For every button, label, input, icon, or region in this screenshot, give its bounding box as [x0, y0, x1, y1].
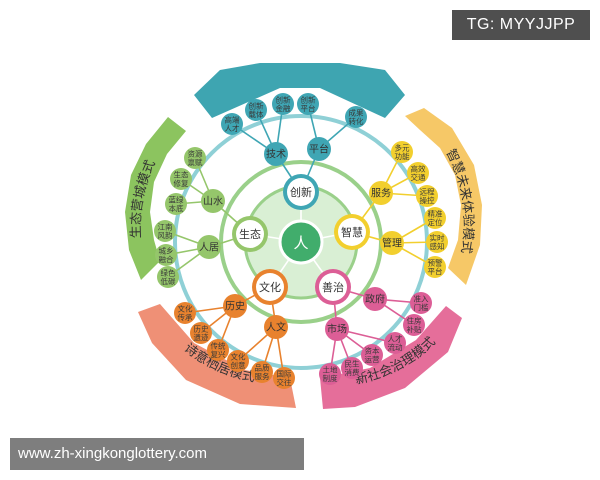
- leaf-label: 资源禀赋: [188, 148, 203, 167]
- leaf-label: 精准定位: [428, 208, 443, 227]
- sub-label-living: 人居: [199, 242, 219, 254]
- leaf-node: [319, 363, 341, 385]
- leaf-label: 高端人才: [225, 114, 240, 133]
- leaf-label: 绿色低碳: [161, 267, 176, 286]
- sub-label-market: 市场: [327, 323, 347, 336]
- sub-label-service: 服务: [371, 187, 391, 200]
- leaf-label: 高效交通: [411, 163, 426, 182]
- domain-node-inner: [236, 220, 264, 248]
- band-left: [125, 117, 186, 280]
- leaf-node: [384, 332, 406, 354]
- sub-node-humanity: [264, 315, 288, 339]
- diagram-nodes: 创新智慧生态文化善治技术平台服务管理山水人居历史人文政府市场高端人才创新载体创新…: [154, 93, 448, 389]
- leaf-node: [273, 367, 295, 389]
- leaf-label: 蓝绿本底: [169, 194, 184, 213]
- sub-label-management: 管理: [382, 237, 402, 250]
- band-right: [405, 108, 482, 285]
- leaf-label: 民生消费: [345, 358, 360, 377]
- leaf-label: 创新载体: [249, 100, 264, 119]
- sub-label-mountain: 山水: [203, 196, 223, 208]
- leaf-label: 远程操控: [420, 187, 435, 205]
- leaf-node: [190, 322, 212, 344]
- leaf-node: [424, 256, 446, 278]
- sub-node-government: [363, 287, 387, 311]
- leaf-label: 创新平台: [301, 94, 316, 113]
- leaf-node: [297, 93, 319, 115]
- leaf-node: [157, 266, 179, 288]
- sub-node-service: [369, 181, 393, 205]
- leaf-node: [410, 292, 432, 314]
- sub-node-platform: [307, 137, 331, 161]
- leaf-node: [251, 361, 273, 383]
- leaf-label: 创新金融: [276, 94, 291, 113]
- leaf-node: [391, 141, 413, 163]
- leaf-label: 土地制度: [323, 364, 338, 383]
- leaf-node: [170, 168, 192, 190]
- leaf-node: [272, 93, 294, 115]
- leaf-label: 历史遗迹: [194, 323, 209, 342]
- domain-node-inner: [256, 273, 284, 301]
- leaf-label: 江南风韵: [158, 221, 173, 240]
- domain-label-wisdom: 智慧: [341, 225, 363, 239]
- sub-node-management: [380, 231, 404, 255]
- sub-node-tech: [264, 142, 288, 166]
- leaf-node: [154, 220, 176, 242]
- sub-label-platform: 平台: [309, 143, 329, 156]
- band-top: [194, 63, 405, 118]
- leaf-node: [227, 350, 249, 372]
- domain-node-inner: [319, 273, 347, 301]
- leaf-label: 准入门槛: [414, 293, 429, 312]
- sub-node-history: [223, 294, 247, 318]
- leaf-node: [184, 147, 206, 169]
- leaf-node: [345, 106, 367, 128]
- sub-node-mountain: [201, 189, 225, 213]
- leaf-node: [426, 231, 448, 253]
- leaf-label: 资本运营: [365, 345, 380, 364]
- center-label: 人: [293, 234, 308, 252]
- sub-node-market: [325, 317, 349, 341]
- sub-label-history: 历史: [225, 301, 245, 313]
- leaf-node: [361, 344, 383, 366]
- leaf-label: 实时感知: [430, 232, 445, 251]
- leaf-label: 预警平台: [428, 257, 443, 276]
- sub-label-tech: 技术: [266, 148, 286, 161]
- leaf-node: [165, 193, 187, 215]
- domain-node-inner: [338, 218, 366, 246]
- leaf-node: [155, 244, 177, 266]
- domain-label-ecology: 生态: [239, 227, 261, 241]
- domain-label-governance: 善治: [322, 280, 344, 294]
- leaf-label: 国际交往: [277, 369, 292, 387]
- sub-node-living: [197, 235, 221, 259]
- leaf-label: 城乡融合: [159, 246, 174, 264]
- leaf-node: [416, 185, 438, 207]
- leaf-label: 人才流动: [388, 333, 403, 352]
- leaf-node: [407, 162, 429, 184]
- center-node: [278, 219, 324, 265]
- band-bottom-right: [320, 306, 462, 409]
- leaf-node: [207, 339, 229, 361]
- leaf-label: 生态修复: [174, 169, 189, 188]
- leaf-label: 品质服务: [255, 362, 270, 381]
- leaf-label: 传统复兴: [211, 340, 226, 359]
- sub-label-government: 政府: [365, 293, 385, 306]
- leaf-label: 文化创意: [231, 351, 246, 370]
- leaf-node: [245, 99, 267, 121]
- leaf-node: [341, 357, 363, 379]
- leaf-node: [221, 113, 243, 135]
- leaf-node: [174, 302, 196, 324]
- leaf-node: [403, 314, 425, 336]
- domain-label-innovation: 创新: [290, 185, 312, 199]
- leaf-label: 住房补贴: [407, 315, 422, 334]
- sub-label-humanity: 人文: [266, 321, 286, 334]
- leaf-node: [424, 207, 446, 229]
- watermark-top: TG: MYYJJPP: [452, 10, 590, 40]
- leaf-label: 多元功能: [395, 142, 410, 161]
- leaf-label: 成果转化: [349, 107, 364, 126]
- watermark-bottom: www.zh-xingkonglottery.com: [10, 438, 304, 470]
- leaf-label: 文化传承: [178, 303, 193, 322]
- domain-node-inner: [287, 178, 315, 206]
- domain-label-culture: 文化: [259, 280, 281, 294]
